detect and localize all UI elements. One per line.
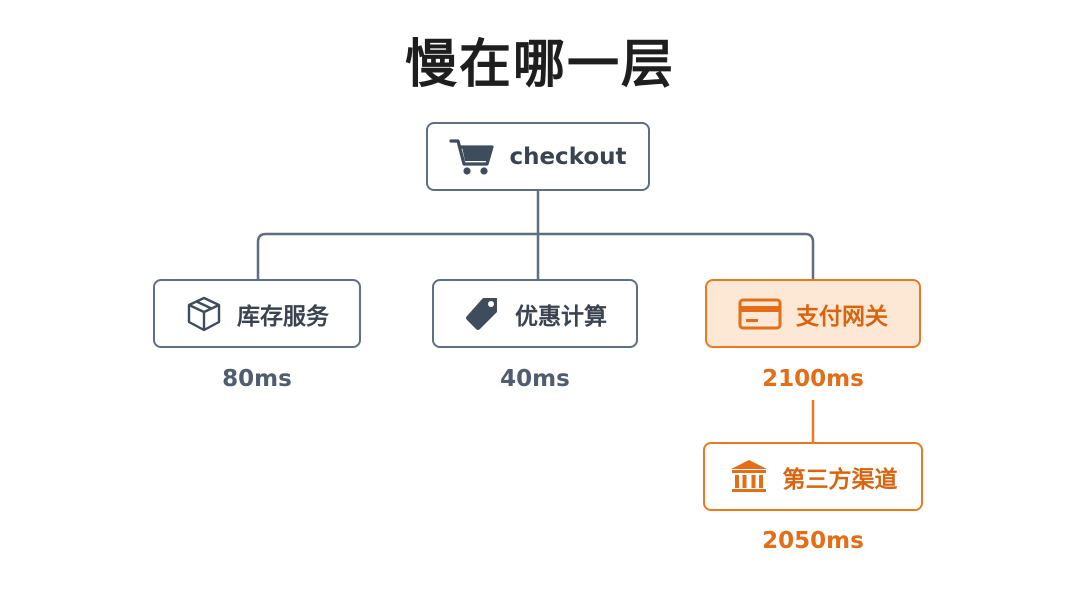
third-party-channel-latency: 2050ms — [762, 528, 864, 554]
page-title: 慢在哪一层 — [404, 35, 675, 95]
credit-card-icon — [738, 297, 782, 331]
discount-service-node[interactable]: 优惠计算 — [432, 279, 638, 348]
discount-latency: 40ms — [500, 366, 570, 392]
bank-icon — [729, 458, 769, 496]
payment-gateway-label: 支付网关 — [796, 303, 888, 330]
checkout-node[interactable]: checkout — [426, 122, 650, 191]
discount-service-label: 优惠计算 — [515, 303, 607, 330]
shopping-cart-icon — [449, 137, 495, 177]
checkout-node-label: checkout — [509, 143, 627, 170]
payment-gateway-node[interactable]: 支付网关 — [705, 279, 921, 348]
third-party-channel-label: 第三方渠道 — [782, 466, 898, 493]
box-icon — [185, 295, 223, 333]
inventory-service-label: 库存服务 — [237, 303, 329, 330]
third-party-channel-node[interactable]: 第三方渠道 — [703, 442, 923, 511]
tag-icon — [463, 295, 501, 333]
payment-gateway-latency: 2100ms — [762, 366, 864, 392]
inventory-service-node[interactable]: 库存服务 — [153, 279, 361, 348]
branch-bar-line — [256, 232, 815, 280]
inventory-latency: 80ms — [222, 366, 292, 392]
